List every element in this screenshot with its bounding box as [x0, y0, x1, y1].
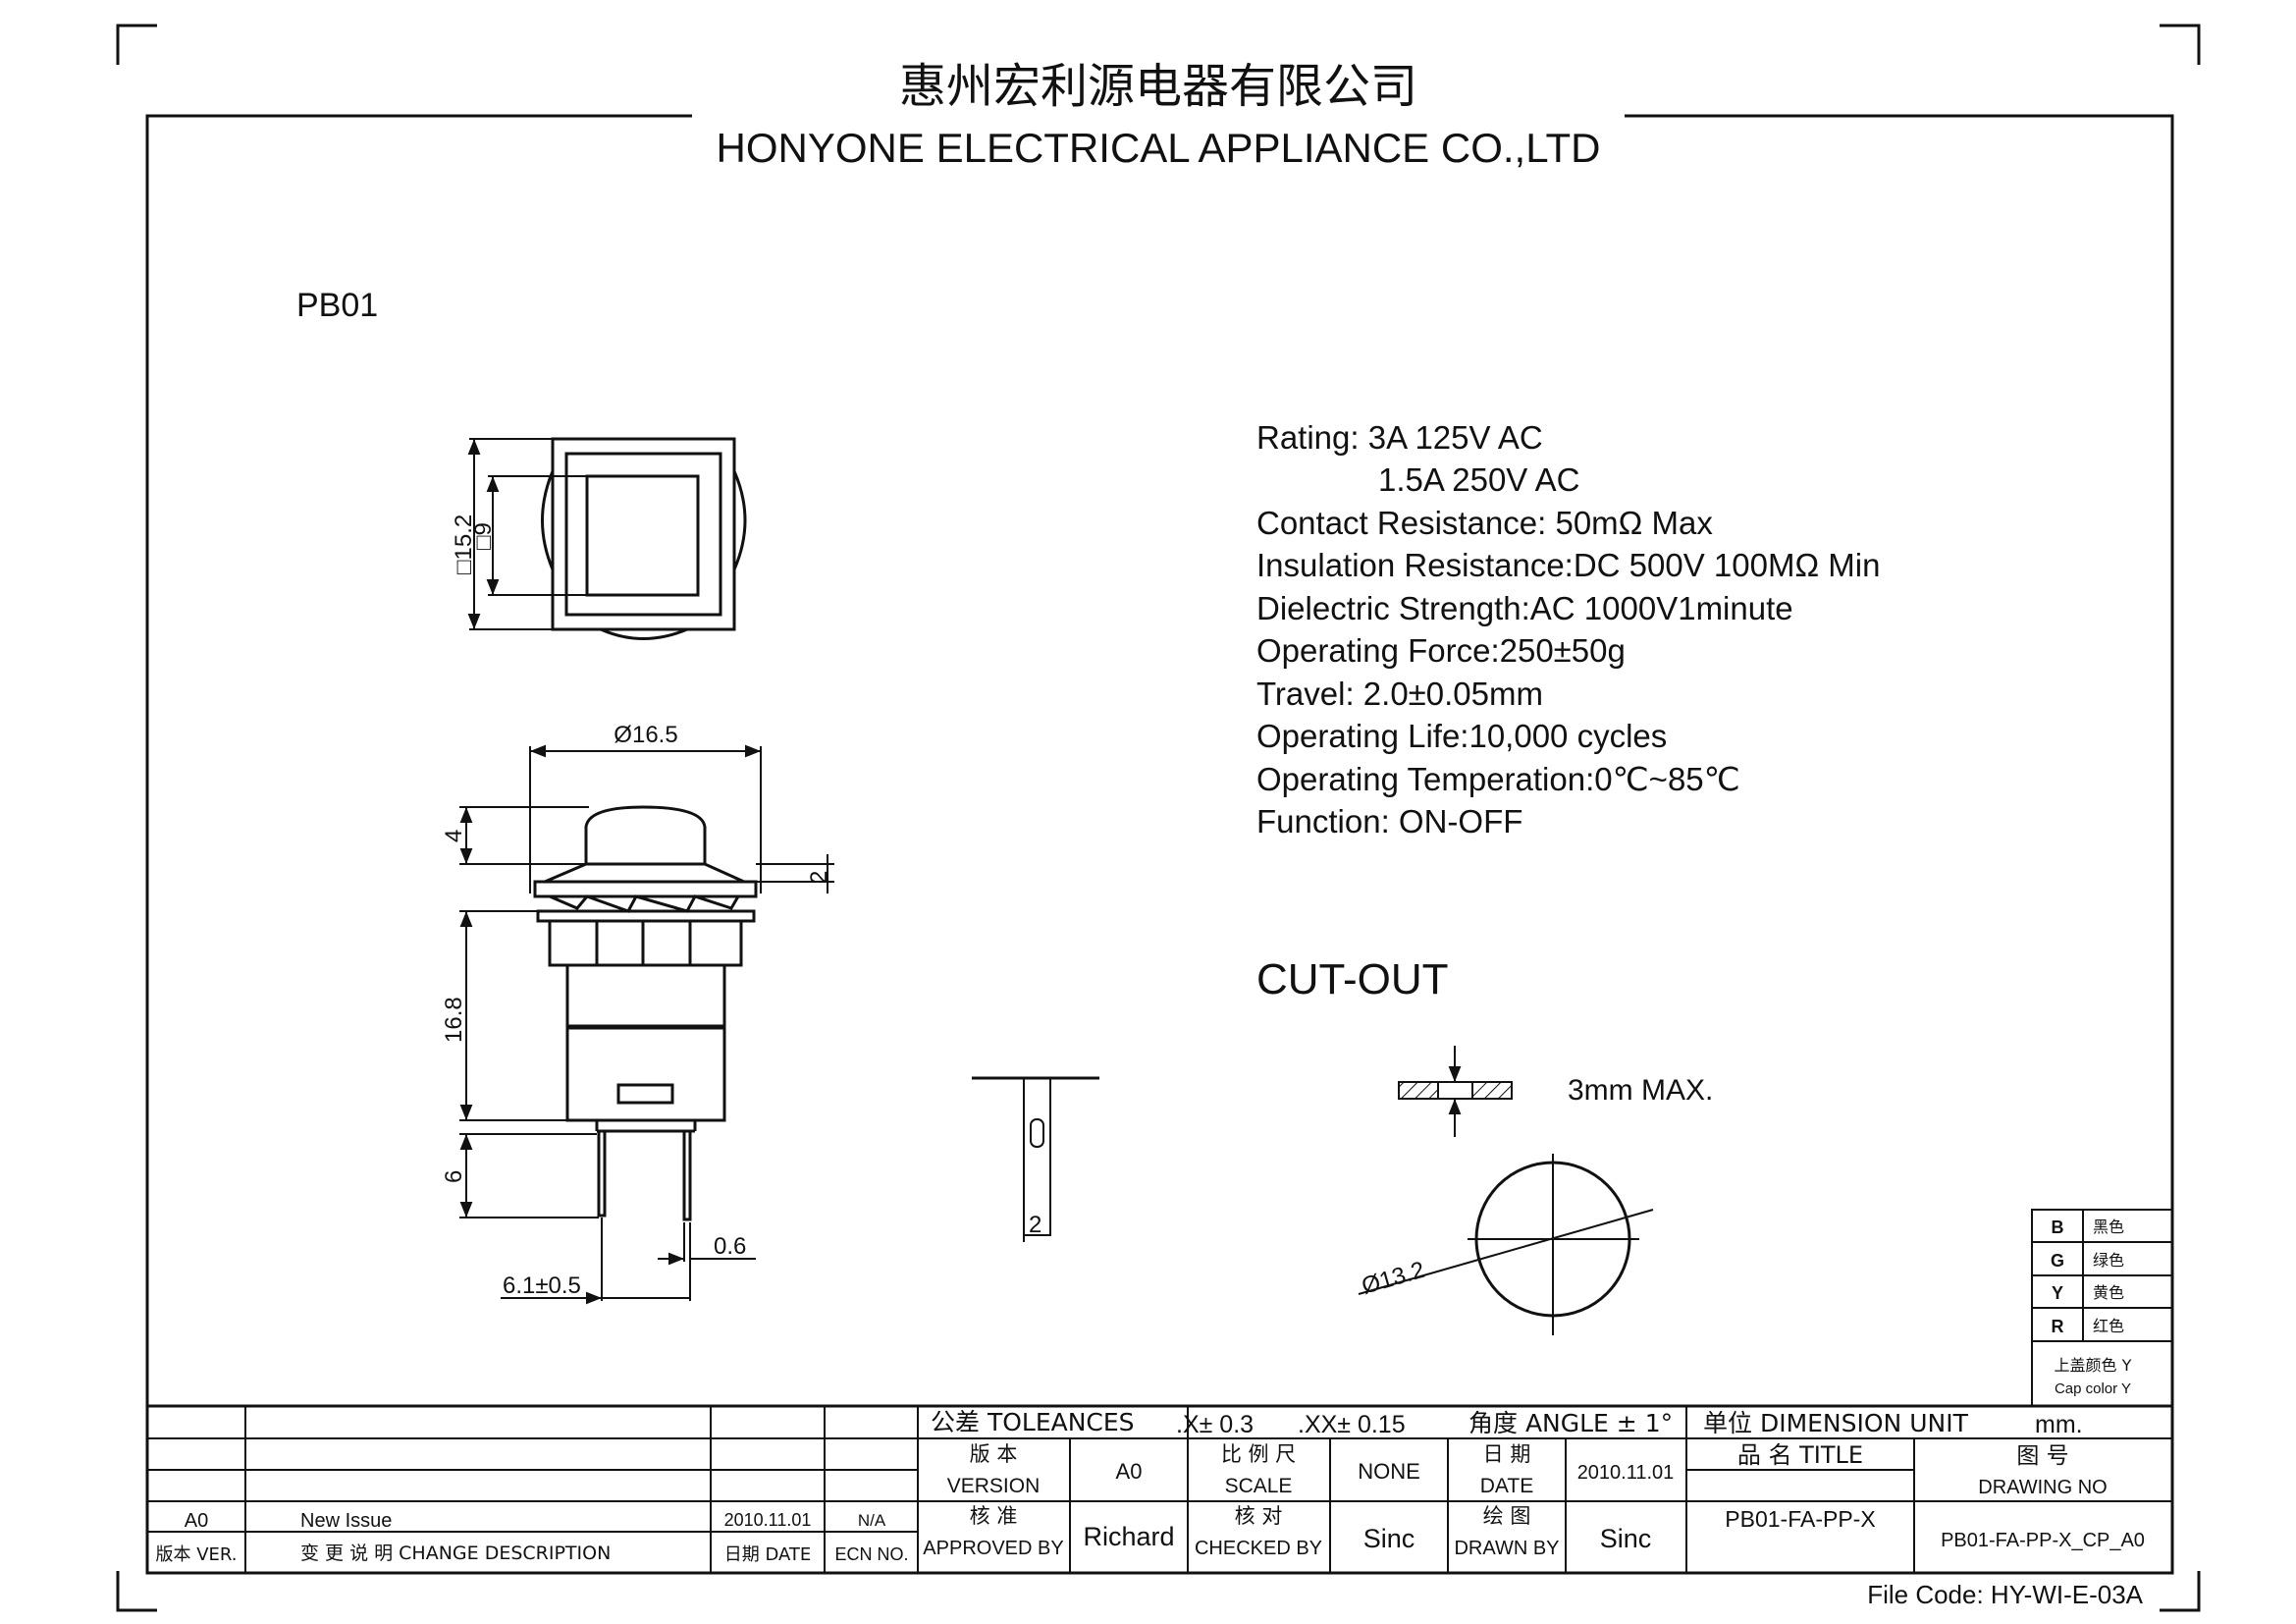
dim-pin-width: 0.6	[714, 1233, 746, 1260]
header-date: 日期 DATE	[724, 1544, 812, 1565]
dim-diameter: Ø16.5	[614, 722, 677, 748]
header-ecn: ECN NO.	[834, 1544, 908, 1564]
dim-flange-height: 2	[806, 871, 832, 884]
tolerance-xx: .XX± 0.15	[1298, 1411, 1406, 1438]
title-block-grid	[147, 1404, 2172, 1573]
title-value: PB01-FA-PP-X	[1725, 1506, 1875, 1532]
spec-function: Function: ON-OFF	[1256, 803, 1522, 839]
side-view	[459, 744, 834, 1305]
scale-label-cn: 比 例 尺	[1221, 1442, 1296, 1466]
cutout-hole	[1358, 1154, 1654, 1335]
drawing-no-label-cn: 图 号	[2016, 1443, 2068, 1469]
approved-value: Richard	[1083, 1522, 1174, 1551]
cutout-thickness: 3mm MAX.	[1568, 1074, 1713, 1107]
revision-version: A0	[185, 1510, 208, 1532]
scale-label-en: SCALE	[1225, 1475, 1293, 1497]
dim-pin-pitch: 6.1±0.5	[503, 1272, 581, 1299]
tolerance-x: .X± 0.3	[1176, 1411, 1254, 1438]
dim-pin-side-width: 2	[1029, 1212, 1041, 1238]
date-value: 2010.11.01	[1577, 1462, 1675, 1484]
spec-travel: Travel: 2.0±0.05mm	[1256, 676, 1543, 712]
drawn-value: Sinc	[1600, 1524, 1652, 1553]
color-code-r: R	[2052, 1317, 2064, 1336]
model-label: PB01	[296, 287, 378, 324]
top-view	[467, 437, 747, 640]
revision-ecn: N/A	[858, 1511, 886, 1530]
spec-life: Operating Life:10,000 cycles	[1256, 718, 1667, 754]
checked-value: Sinc	[1363, 1524, 1415, 1553]
pin-side-view	[972, 1076, 1099, 1242]
file-code: File Code: HY-WI-E-03A	[1867, 1580, 2143, 1609]
version-value: A0	[1116, 1459, 1143, 1484]
color-name-g: 绿色	[2093, 1251, 2124, 1270]
sheet-border	[145, 114, 2174, 1575]
spec-contact: Contact Resistance: 50mΩ Max	[1256, 505, 1713, 541]
color-code-g: G	[2051, 1251, 2064, 1271]
spec-rating-2: 1.5A 250V AC	[1378, 461, 1580, 498]
date-label-en: DATE	[1480, 1475, 1533, 1497]
header-version: 版本 VER.	[156, 1544, 238, 1565]
spec-insulation: Insulation Resistance:DC 500V 100MΩ Min	[1256, 547, 1880, 583]
cutout-panel	[1398, 1046, 1513, 1137]
drawing-no-value: PB01-FA-PP-X_CP_A0	[1941, 1530, 2145, 1551]
checked-label-cn: 核 对	[1235, 1504, 1283, 1528]
spec-rating: Rating: 3A 125V AC	[1256, 419, 1543, 456]
tolerances-label: 公差 TOLEANCES	[931, 1408, 1135, 1436]
angle-tolerance: 角度 ANGLE ± 1°	[1468, 1409, 1673, 1437]
scale-value: NONE	[1358, 1459, 1420, 1484]
color-code-y: Y	[2052, 1283, 2063, 1303]
spec-temperature: Operating Temperation:0℃~85℃	[1256, 761, 1740, 797]
drawn-label-en: DRAWN BY	[1454, 1538, 1559, 1559]
title-label: 品 名 TITLE	[1737, 1441, 1863, 1469]
drawing-no-label-en: DRAWING NO	[1978, 1477, 2107, 1498]
company-name-en: HONYONE ELECTRICAL APPLIANCE CO.,LTD	[717, 125, 1601, 171]
dim-cap-height: 4	[441, 830, 467, 842]
revision-description: New Issue	[300, 1510, 392, 1532]
date-label-cn: 日 期	[1483, 1442, 1531, 1466]
approved-label-cn: 核 准	[970, 1504, 1018, 1528]
drawn-label-cn: 绘 图	[1483, 1504, 1531, 1528]
revision-date: 2010.11.01	[724, 1510, 812, 1530]
company-name-cn: 惠州宏利源电器有限公司	[899, 59, 1417, 114]
cap-color-label-en: Cap color Y	[2055, 1380, 2131, 1397]
spec-dielectric: Dielectric Strength:AC 1000V1minute	[1256, 590, 1793, 626]
color-name-r: 红色	[2093, 1317, 2124, 1335]
dim-pin-height: 6	[441, 1170, 467, 1183]
checked-label-en: CHECKED BY	[1195, 1538, 1322, 1559]
dim-square-outer: □15.2	[451, 514, 477, 574]
cutout-title: CUT-OUT	[1256, 955, 1449, 1003]
version-label-en: VERSION	[947, 1475, 1041, 1497]
version-label-cn: 版 本	[970, 1442, 1018, 1466]
dim-square-inner: □9	[470, 522, 497, 550]
dimension-unit-label: 单位 DIMENSION UNIT	[1703, 1409, 1969, 1437]
cap-color-label-cn: 上盖颜色 Y	[2055, 1356, 2132, 1375]
spec-list: Rating: 3A 125V AC 1.5A 250V AC Contact …	[1256, 419, 1880, 839]
header-change-description: 变 更 说 明 CHANGE DESCRIPTION	[300, 1543, 611, 1564]
color-name-b: 黑色	[2093, 1218, 2124, 1236]
color-table	[2031, 1209, 2173, 1407]
spec-force: Operating Force:250±50g	[1256, 632, 1626, 669]
approved-label-en: APPROVED BY	[923, 1538, 1063, 1559]
dimension-unit: mm.	[2035, 1411, 2083, 1438]
cutout-hole-diameter: Ø13.2	[1359, 1257, 1427, 1300]
color-code-b: B	[2052, 1218, 2064, 1237]
dim-body-height: 16.8	[441, 997, 467, 1043]
crop-marks	[116, 24, 2201, 1612]
color-name-y: 黄色	[2093, 1283, 2124, 1302]
